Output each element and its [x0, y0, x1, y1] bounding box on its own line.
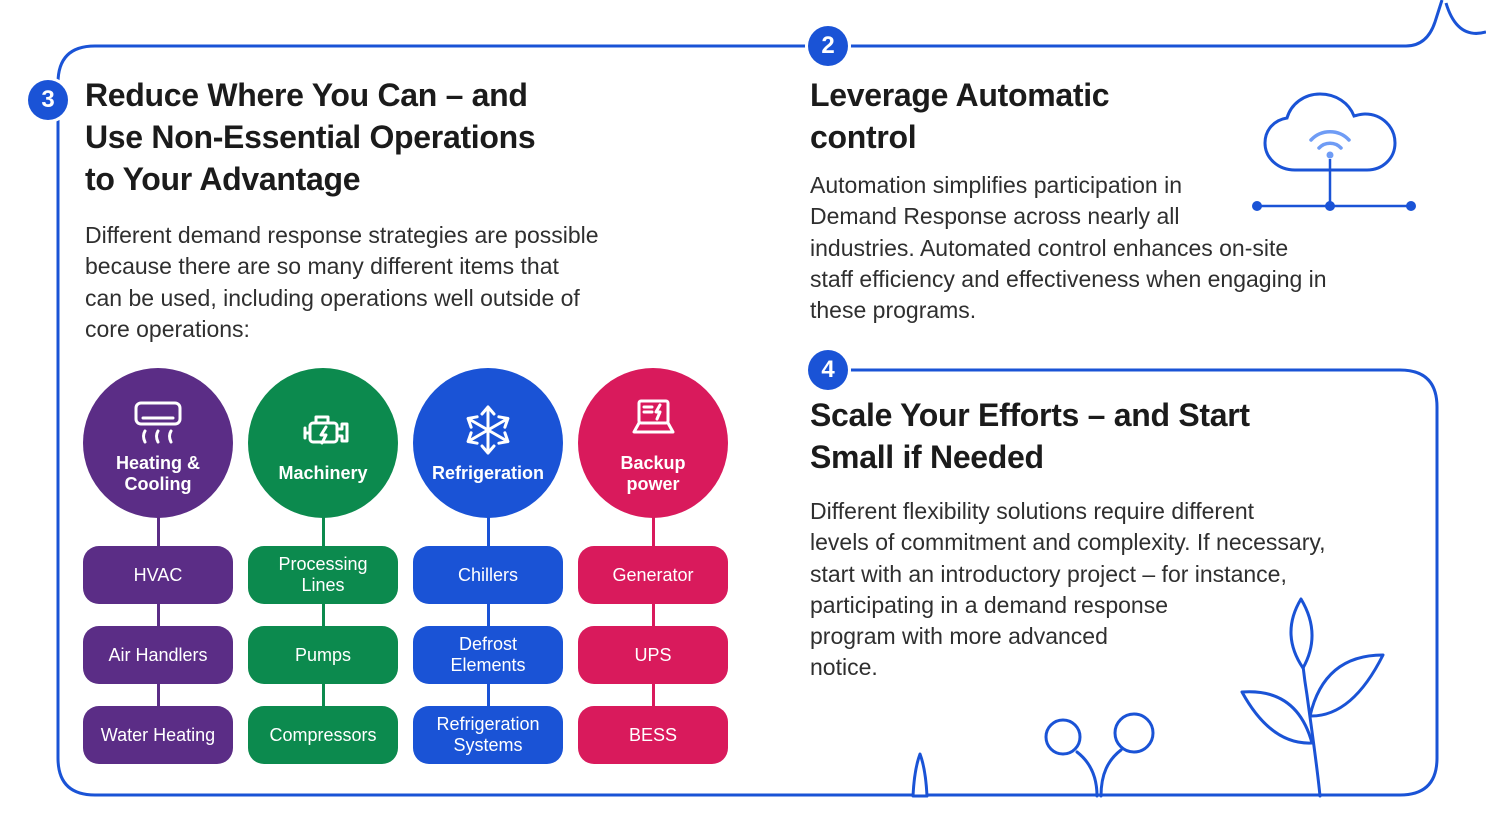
equipment-grid: Heating & Cooling HVAC Air Handlers Wate… — [83, 368, 728, 764]
grass-blade-icon — [911, 752, 929, 798]
category-label: Heating & Cooling — [115, 452, 200, 494]
category-label: Refrigeration — [431, 463, 545, 484]
equipment-chip: Defrost Elements — [413, 626, 563, 684]
equipment-chip: Chillers — [413, 546, 563, 604]
step-3-badge: 3 — [28, 80, 68, 120]
section-automatic-control-title: Leverage Automatic control — [810, 77, 1110, 156]
equipment-chip: Air Handlers — [83, 626, 233, 684]
section-reduce-title: Reduce Where You Can – and Use Non-Essen… — [85, 77, 536, 198]
ac-unit-icon — [134, 401, 182, 444]
step-3-number: 3 — [41, 86, 55, 113]
category-bubble-heating-cooling: Heating & Cooling — [83, 368, 233, 518]
equipment-chip: UPS — [578, 626, 728, 684]
category-bubble-refrigeration: Refrigeration — [413, 368, 563, 518]
equipment-chip: Processing Lines — [248, 546, 398, 604]
section-scale-body: Different flexibility solutions require … — [810, 498, 1326, 681]
connector-line — [486, 510, 490, 728]
connector-line — [651, 510, 655, 728]
connector-line — [321, 510, 325, 728]
category-column-heating-cooling: Heating & Cooling HVAC Air Handlers Wate… — [83, 368, 233, 764]
category-column-machinery: Machinery Processing Lines Pumps Compres… — [248, 368, 398, 764]
equipment-chip: Pumps — [248, 626, 398, 684]
cloud-network-icon — [1252, 92, 1416, 211]
equipment-chip: BESS — [578, 706, 728, 764]
step-2-badge: 2 — [808, 26, 848, 66]
plant-icon — [1240, 597, 1385, 798]
section-scale-title: Scale Your Efforts – and Start Small if … — [810, 397, 1250, 476]
snowflake-icon — [466, 405, 510, 455]
category-column-backup-power: Backup power Generator UPS BESS — [578, 368, 728, 764]
step-4-number: 4 — [821, 356, 835, 383]
equipment-chip: HVAC — [83, 546, 233, 604]
step-2-number: 2 — [821, 32, 835, 59]
section-automatic-control-body: Automation simplifies participation in D… — [810, 172, 1327, 324]
category-label: Machinery — [278, 463, 368, 484]
equipment-chip: Generator — [578, 546, 728, 604]
equipment-chip: Water Heating — [83, 706, 233, 764]
category-label: Backup power — [620, 452, 686, 494]
category-column-refrigeration: Refrigeration Chillers Defrost Elements … — [413, 368, 563, 764]
equipment-chip: Compressors — [248, 706, 398, 764]
seedling-icon — [1044, 712, 1155, 798]
category-bubble-machinery: Machinery — [248, 368, 398, 518]
connector-line — [156, 510, 160, 728]
corner-flourish-line — [1444, 2, 1486, 35]
engine-icon — [303, 415, 349, 445]
backup-power-icon — [632, 399, 675, 434]
step-4-badge: 4 — [808, 350, 848, 390]
section-reduce-body: Different demand response strategies are… — [85, 222, 599, 342]
equipment-chip: Refrigeration Systems — [413, 706, 563, 764]
border-line — [56, 0, 1444, 797]
category-bubble-backup-power: Backup power — [578, 368, 728, 518]
